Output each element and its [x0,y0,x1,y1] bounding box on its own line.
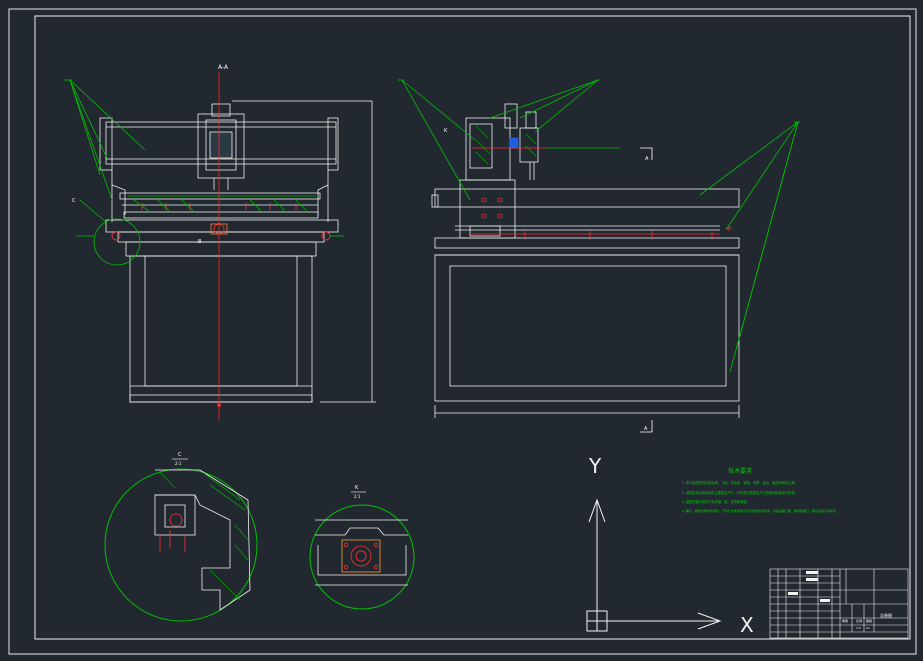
tech-requirements-title: 技术要求 [728,467,752,475]
detail-c-scale: 2:1 [175,461,182,466]
side-hatch [475,125,537,165]
side-red-marks [470,147,732,240]
tech-requirements: 技术要求 1. 零件装配前须清除毛刺、飞边、氧化皮、锈蚀、切屑、油污、着色剂和灰… [682,467,839,513]
label-sheet: 图幅 [866,618,872,623]
detail-c-title: C [178,452,182,458]
drawing-name: 总装图 [880,612,892,618]
label-scale: 比例 [856,618,862,623]
title-block [769,568,909,639]
detail-k-scale: 2:1 [354,494,361,499]
section-view-aa: A-A [99,64,376,403]
detail-k: K 2:1 [309,485,415,610]
inner-frame [34,15,911,640]
title-block-fills [788,571,830,602]
center-lines-front [210,72,228,420]
detail-c-marker: C [72,198,76,204]
tech-requirement-item: 1. 零件装配前须清除毛刺、飞边、氧化皮、锈蚀、切屑、油污、着色剂和灰尘等。 [682,480,798,485]
side-view [431,103,740,418]
view-a-bottom-label: A [644,426,648,432]
label-weight: 重量 [842,618,848,623]
view-arrow-a-bottom [640,420,653,433]
view-a-top-label: A [645,156,649,162]
bed-slats [128,195,316,213]
tech-requirement-item: 2. 装配前应对零部件的主要配合尺寸，特别是过盈配合尺寸及相关精度进行复查。 [682,490,798,495]
detail-k-title: K [355,485,359,491]
axis-y-label: Y [588,454,602,478]
leaders-front [64,79,344,266]
sheet-value: A1 [866,626,870,630]
axis-x-label: X [740,613,754,637]
front-small-bolts [111,203,331,241]
section-aa-label: A-A [218,64,229,71]
detail-c: C 2:1 [104,452,258,622]
ucs-axis-icon [586,498,722,632]
leaders-side [398,79,800,373]
outer-frame [8,8,917,655]
scale-value: 1:5 [856,626,861,630]
tech-requirement-item: 3. 装配过程中零件不允许磕、碰、划伤和锈蚀。 [682,499,750,504]
detail-k-marker: K [444,128,448,134]
view-arrow-a-top [640,147,653,160]
tech-requirement-item: 4. 螺钉、螺栓和螺母紧固时，严禁打击或使用不合适的旋具和扳手，紧固后螺钉槽、螺… [682,508,839,513]
marker-b: B [198,239,202,245]
